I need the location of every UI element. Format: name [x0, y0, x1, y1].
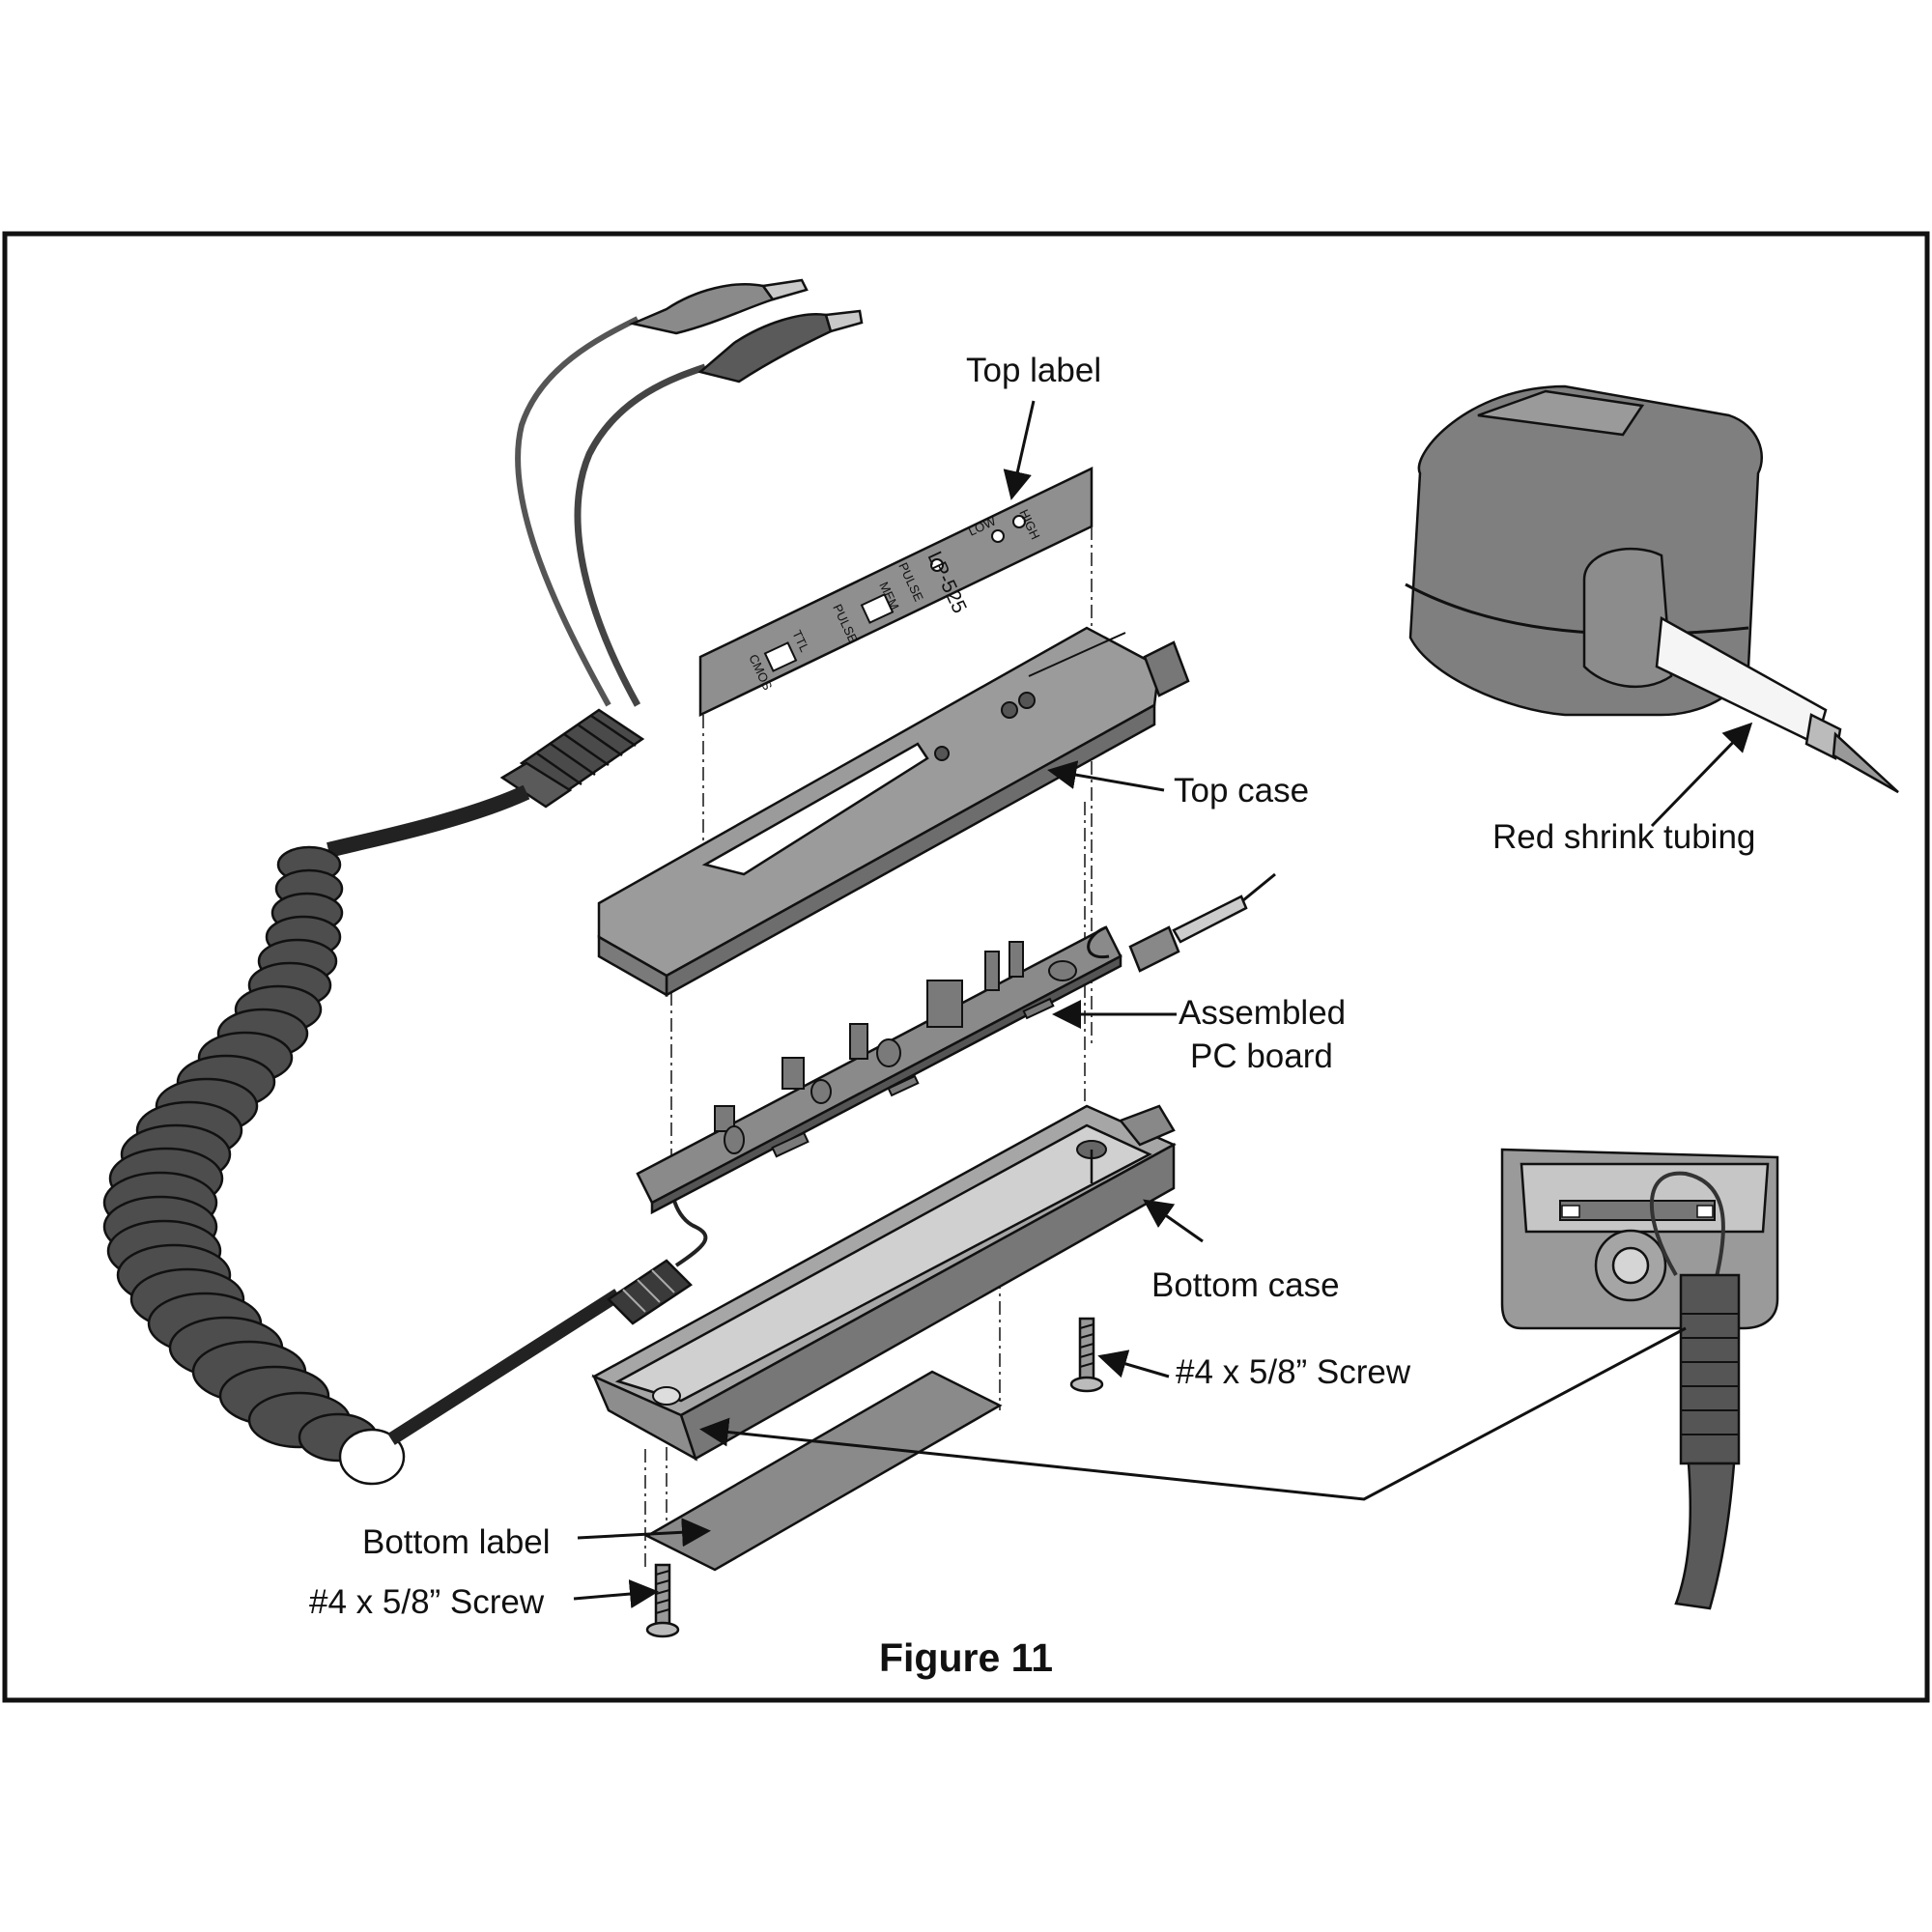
- top-label-panel: HIGH LOW LP-525 PULSE MEM PULSE TTL CMOS: [698, 467, 1094, 717]
- probe-tip-icon: [1128, 872, 1276, 973]
- bottom-case: [591, 1104, 1177, 1462]
- figure-frame: [2, 231, 1930, 1703]
- bottom-label: [644, 1370, 1003, 1572]
- screw-left-icon: [645, 1563, 680, 1638]
- pulse-led-hole: [930, 558, 944, 572]
- red-alligator-clip-icon: [697, 309, 864, 384]
- callout-bottom-label: Bottom label: [362, 1523, 551, 1561]
- callout-shrink-tubing: Red shrink tubing: [1492, 818, 1755, 856]
- callout-pc-board-line-1: Assembled: [1179, 994, 1346, 1032]
- cmos-ttl-switch-window: [763, 641, 798, 672]
- callout-top-case: Top case: [1174, 772, 1309, 810]
- component-icons: [714, 941, 1077, 1158]
- test-lead-cable: [102, 278, 864, 1486]
- callout-screw-right: #4 x 5/8” Screw: [1176, 1353, 1411, 1391]
- mem-pulse-switch-window: [860, 593, 895, 624]
- callout-pc-board-line-2: PC board: [1190, 1037, 1333, 1075]
- strain-relief-icon: [499, 708, 645, 809]
- low-led-hole: [991, 529, 1005, 543]
- callout-top-label: Top label: [966, 352, 1101, 389]
- screw-right-icon: [1069, 1317, 1104, 1393]
- black-alligator-clip-icon: [628, 278, 809, 335]
- inset-cable-entry-detail: [1500, 1148, 1779, 1610]
- top-case: [597, 626, 1190, 998]
- figure-caption: Figure 11: [879, 1635, 1053, 1680]
- callout-bottom-case: Bottom case: [1151, 1266, 1340, 1304]
- inset-shrink-tubing-detail: [1405, 384, 1899, 794]
- leader-lines: [573, 400, 1753, 1608]
- high-led-hole: [1012, 515, 1026, 528]
- coiled-cord-icon: [102, 845, 406, 1486]
- assembled-pc-board: [636, 872, 1276, 1215]
- callout-screw-left: #4 x 5/8” Screw: [309, 1583, 545, 1621]
